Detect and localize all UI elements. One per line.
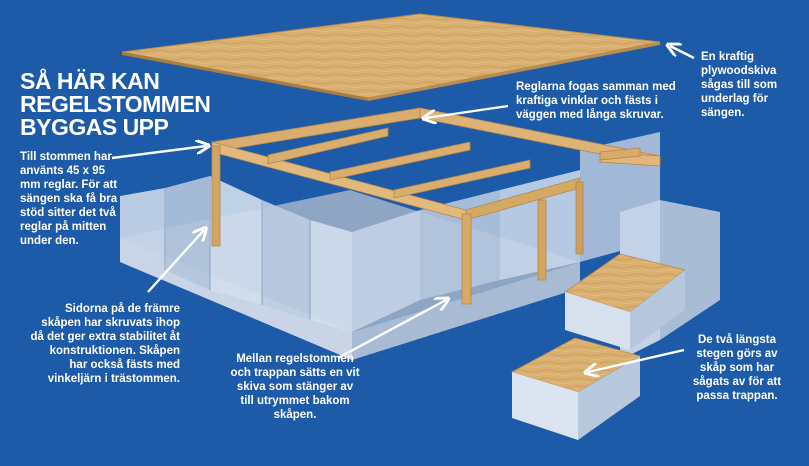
arrow-beams (426, 104, 509, 118)
stair-cabinets (510, 200, 720, 440)
callout-beams: Reglarna fogas samman med kraftiga vinkl… (516, 81, 676, 121)
callout-board: Mellan regelstommen och trappan sätts en… (230, 353, 360, 421)
title-line: SÅ HÄR KAN (20, 68, 160, 94)
arrow-board (337, 300, 446, 360)
arrow-stairs (588, 348, 685, 372)
page-title: SÅ HÄR KAN REGELSTOMMEN BYGGAS UPP (20, 70, 220, 139)
callout-cabinets: Sidorna på de främre skåpen har skruvats… (30, 303, 180, 385)
title-line: BYGGAS UPP (20, 114, 169, 140)
callout-frame: Till stommen har använts 45 x 95 mm regl… (20, 151, 118, 247)
plywood-sheet (121, 13, 661, 101)
callout-plywood: En kraftig plywoodskiva sågas till som u… (701, 51, 778, 119)
callout-stairs: De två längsta stegen görs av skåp som h… (692, 334, 782, 402)
callout-arrows (111, 46, 695, 372)
title-line: REGELSTOMMEN (20, 91, 211, 117)
arrow-plywood (670, 46, 695, 60)
arrow-cabinets (147, 230, 204, 293)
arrow-frame (111, 146, 206, 160)
beam-frame (211, 107, 661, 305)
